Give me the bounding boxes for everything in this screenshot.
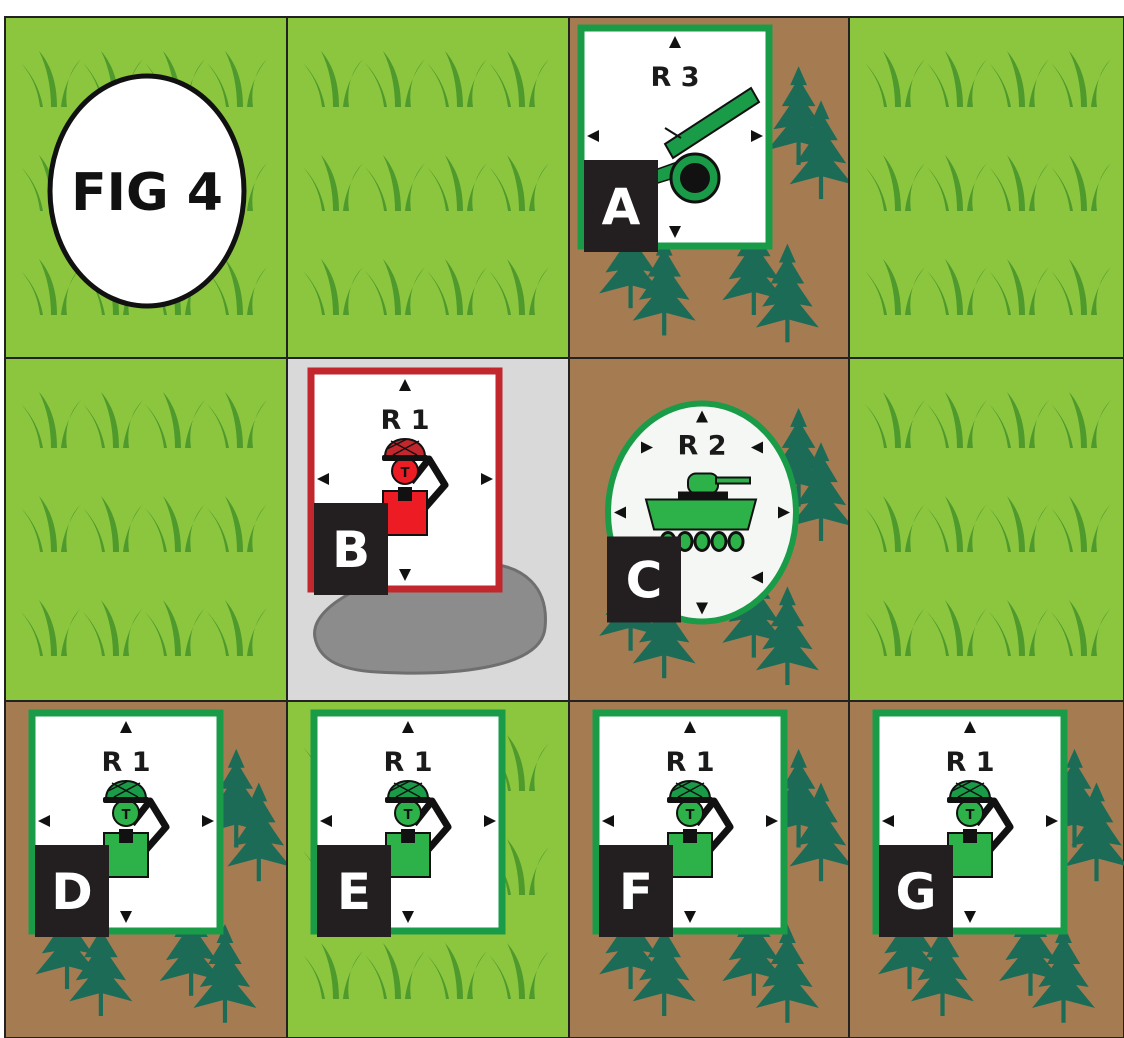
unit-id-label: D (51, 863, 93, 921)
unit-d[interactable]: R 1 T D (32, 713, 220, 937)
figure-badge: FIG 4 (50, 76, 244, 306)
unit-f[interactable]: R 1 T F (596, 713, 784, 937)
unit-e[interactable]: R 1 T E (314, 713, 502, 937)
unit-id-label: E (337, 863, 371, 921)
unit-range-label: R 1 (666, 747, 715, 778)
unit-id-label: G (895, 863, 936, 921)
unit-range-label: R 1 (384, 747, 433, 778)
unit-id-label: F (619, 863, 653, 921)
unit-id-label: B (332, 521, 370, 579)
svg-text:T: T (122, 808, 131, 823)
figure-label: FIG 4 (71, 163, 223, 223)
unit-id-label: A (602, 178, 641, 236)
tile-grass (849, 17, 1124, 358)
unit-b[interactable]: R 1 T B (311, 371, 499, 595)
unit-g[interactable]: R 1 T G (876, 713, 1064, 937)
unit-c[interactable]: R 2 C (607, 404, 796, 623)
unit-range-label: R 1 (381, 405, 430, 436)
unit-range-label: R 1 (102, 747, 151, 778)
svg-text:T: T (966, 808, 975, 823)
svg-text:T: T (401, 466, 410, 481)
unit-range-label: R 2 (678, 431, 727, 462)
unit-range-label: R 1 (946, 747, 995, 778)
tile-grass (287, 17, 569, 358)
tile-grass (5, 358, 287, 701)
svg-text:T: T (404, 808, 413, 823)
tile-grass (849, 358, 1124, 701)
unit-range-label: R 3 (651, 62, 700, 93)
unit-a[interactable]: R 3 A (581, 28, 769, 252)
svg-text:T: T (686, 808, 695, 823)
unit-id-label: C (626, 552, 663, 610)
